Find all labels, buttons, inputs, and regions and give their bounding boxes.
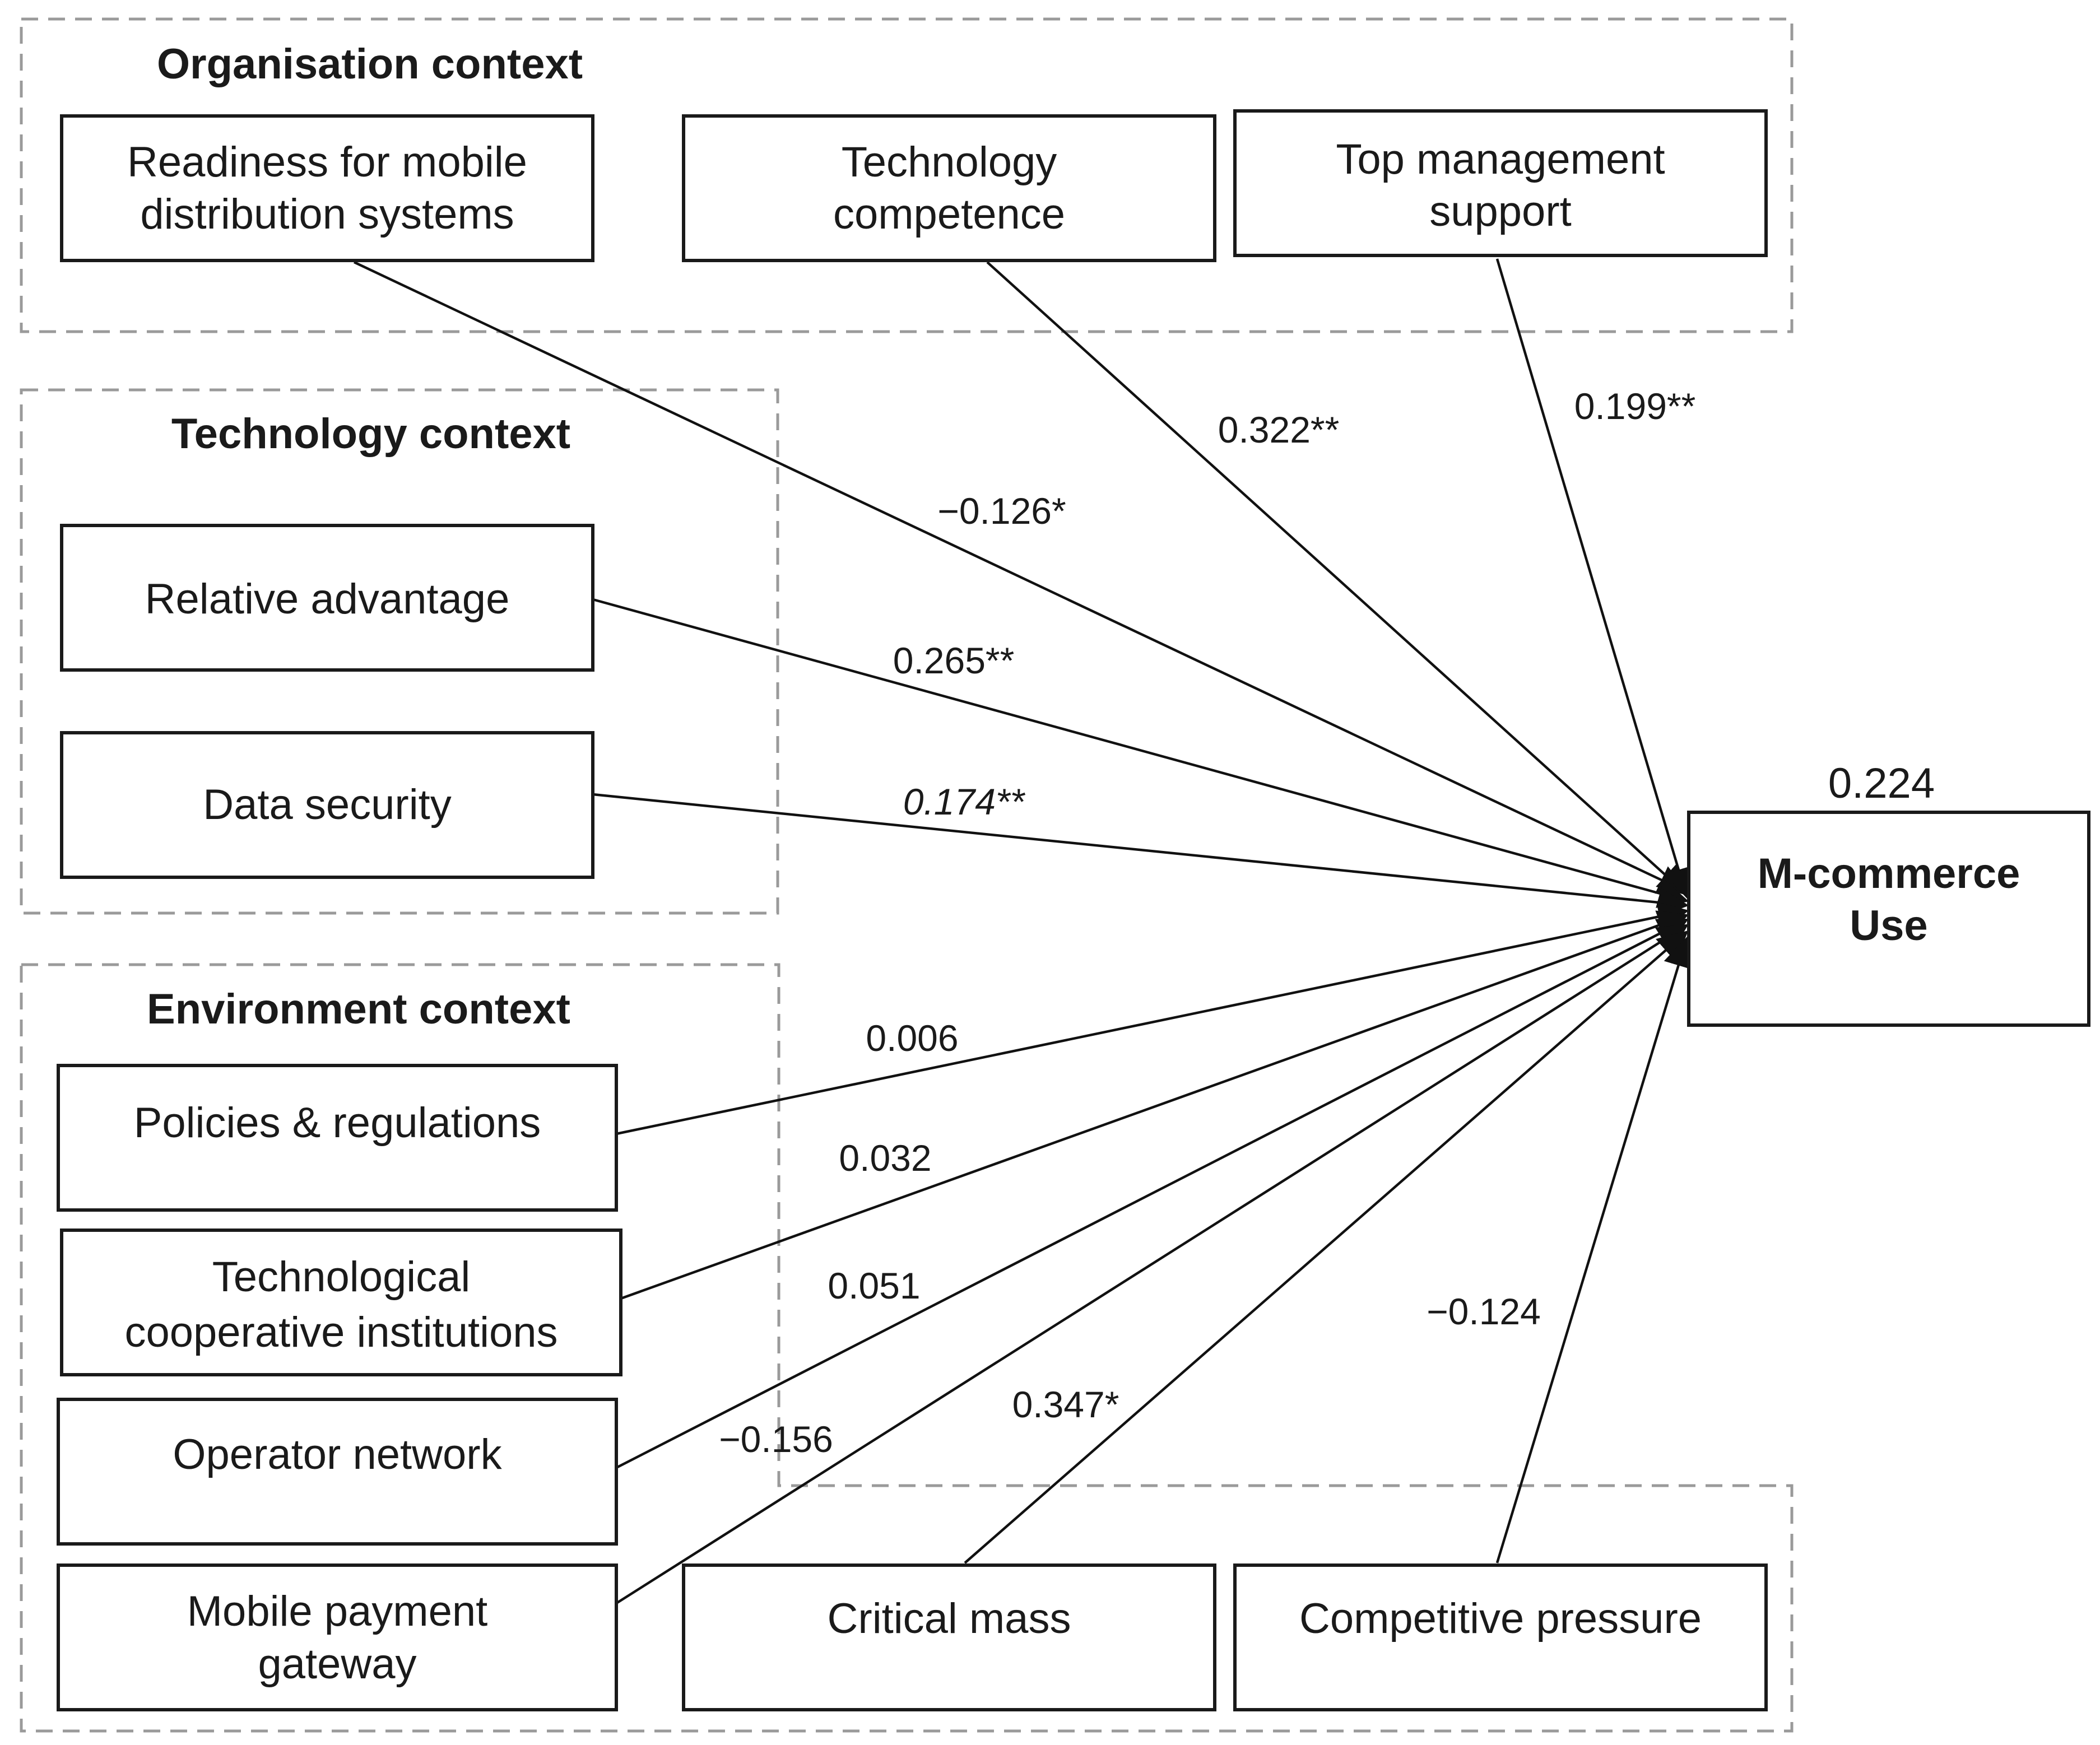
edge-tech-competence	[986, 261, 1689, 896]
node-mobile-payment: Mobile payment gateway	[57, 1563, 618, 1711]
svg-text:gateway: gateway	[258, 1640, 416, 1688]
svg-text:Technological: Technological	[212, 1253, 471, 1301]
edge-critical-mass	[964, 930, 1689, 1564]
coef-competitive: −0.124	[1427, 1291, 1541, 1332]
coef-tech-coop: 0.032	[839, 1137, 931, 1179]
node-mcommerce-use: M-commerce Use	[1687, 811, 2090, 1027]
edge-mobile-payment	[615, 924, 1689, 1604]
organisation-context-title: Organisation context	[157, 40, 583, 88]
edge-readiness	[354, 260, 1689, 894]
svg-text:distribution systems: distribution systems	[140, 190, 514, 238]
node-critical-mass: Critical mass	[682, 1563, 1216, 1711]
coef-tech-competence: 0.322**	[1218, 409, 1340, 450]
node-data-security: Data security	[60, 731, 594, 879]
edge-relative-advantage	[592, 598, 1689, 908]
technology-context-title: Technology context	[171, 410, 570, 458]
coef-data-security: 0.174**	[903, 781, 1026, 822]
target-r-squared: 0.224	[1828, 760, 1935, 807]
coef-readiness: −0.126*	[937, 490, 1066, 532]
svg-text:Use: Use	[1850, 902, 1927, 950]
node-readiness: Readiness for mobile distribution system…	[60, 114, 594, 262]
svg-text:support: support	[1429, 188, 1572, 235]
svg-text:Operator network: Operator network	[173, 1431, 502, 1478]
technology-context-group	[20, 388, 779, 915]
coef-policies: 0.006	[866, 1017, 958, 1059]
edge-top-management	[1495, 258, 1693, 899]
node-top-management: Top management support	[1233, 109, 1768, 257]
svg-text:Top management: Top management	[1336, 136, 1665, 183]
environment-context-group	[20, 963, 1794, 1733]
node-policies: Policies & regulations	[57, 1064, 618, 1212]
svg-text:Relative advantage: Relative advantage	[145, 575, 510, 623]
node-tech-coop: Technological cooperative institutions	[60, 1229, 622, 1376]
node-competitive: Competitive pressure	[1233, 1563, 1768, 1711]
coef-operator: 0.051	[828, 1265, 920, 1306]
coef-relative-advantage: 0.265**	[893, 640, 1015, 681]
svg-text:Readiness for mobile: Readiness for mobile	[127, 138, 527, 186]
coef-top-management: 0.199**	[1574, 385, 1696, 427]
organisation-context-group	[20, 17, 1794, 333]
svg-text:competence: competence	[833, 190, 1065, 238]
svg-text:Critical mass: Critical mass	[828, 1595, 1071, 1642]
svg-text:Mobile payment: Mobile payment	[187, 1588, 488, 1635]
environment-context-title: Environment context	[147, 985, 570, 1033]
edge-competitive	[1495, 936, 1693, 1563]
node-relative-advantage: Relative advantage	[60, 524, 594, 672]
svg-text:cooperative institutions: cooperative institutions	[124, 1309, 557, 1356]
edge-tech-coop	[620, 910, 1689, 1300]
svg-text:Technology: Technology	[842, 138, 1057, 186]
edge-operator	[615, 918, 1689, 1469]
edge-data-security	[592, 793, 1689, 918]
coef-mobile-payment: −0.156	[719, 1418, 833, 1460]
edge-policies	[616, 901, 1689, 1136]
node-tech-competence: Technology competence	[682, 114, 1216, 262]
coef-critical-mass: 0.347*	[1012, 1384, 1119, 1425]
svg-text:Data security: Data security	[203, 781, 452, 829]
svg-text:Competitive pressure: Competitive pressure	[1299, 1595, 1702, 1642]
svg-text:Policies & regulations: Policies & regulations	[134, 1099, 541, 1147]
node-operator: Operator network	[57, 1398, 618, 1546]
svg-text:M-commerce: M-commerce	[1758, 850, 2020, 897]
